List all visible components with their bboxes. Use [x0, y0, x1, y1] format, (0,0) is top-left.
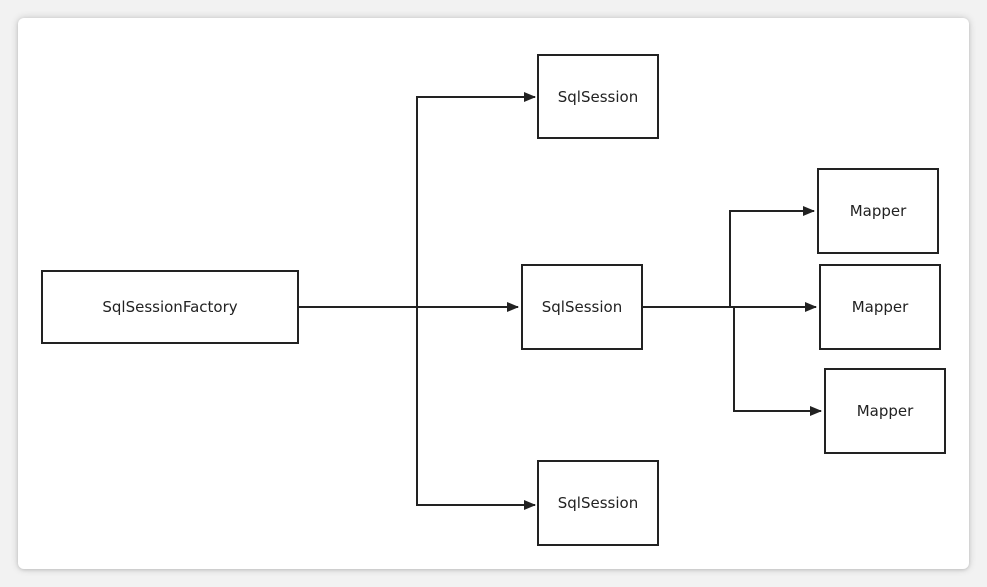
node-sqlsession-middle-label: SqlSession: [542, 298, 622, 316]
node-sqlsession-bottom: SqlSession: [537, 460, 659, 546]
node-mapper-middle-label: Mapper: [852, 298, 909, 316]
connector-session-to-mapper-bottom: [733, 307, 822, 416]
connector-factory-to-session-top: [416, 92, 536, 307]
factory-connectors: [298, 92, 536, 510]
node-sqlsessionfactory: SqlSessionFactory: [41, 270, 299, 344]
session-connectors: [642, 206, 822, 416]
node-sqlsession-top: SqlSession: [537, 54, 659, 139]
node-mapper-bottom-label: Mapper: [857, 402, 914, 420]
node-sqlsession-bottom-label: SqlSession: [558, 494, 638, 512]
connector-session-to-mapper-top: [729, 206, 815, 307]
node-sqlsession-top-label: SqlSession: [558, 88, 638, 106]
node-mapper-top-label: Mapper: [850, 202, 907, 220]
node-sqlsession-middle: SqlSession: [521, 264, 643, 350]
connector-factory-to-session-bottom: [416, 307, 536, 510]
node-mapper-top: Mapper: [817, 168, 939, 254]
node-sqlsessionfactory-label: SqlSessionFactory: [102, 298, 237, 316]
node-mapper-bottom: Mapper: [824, 368, 946, 454]
node-mapper-middle: Mapper: [819, 264, 941, 350]
